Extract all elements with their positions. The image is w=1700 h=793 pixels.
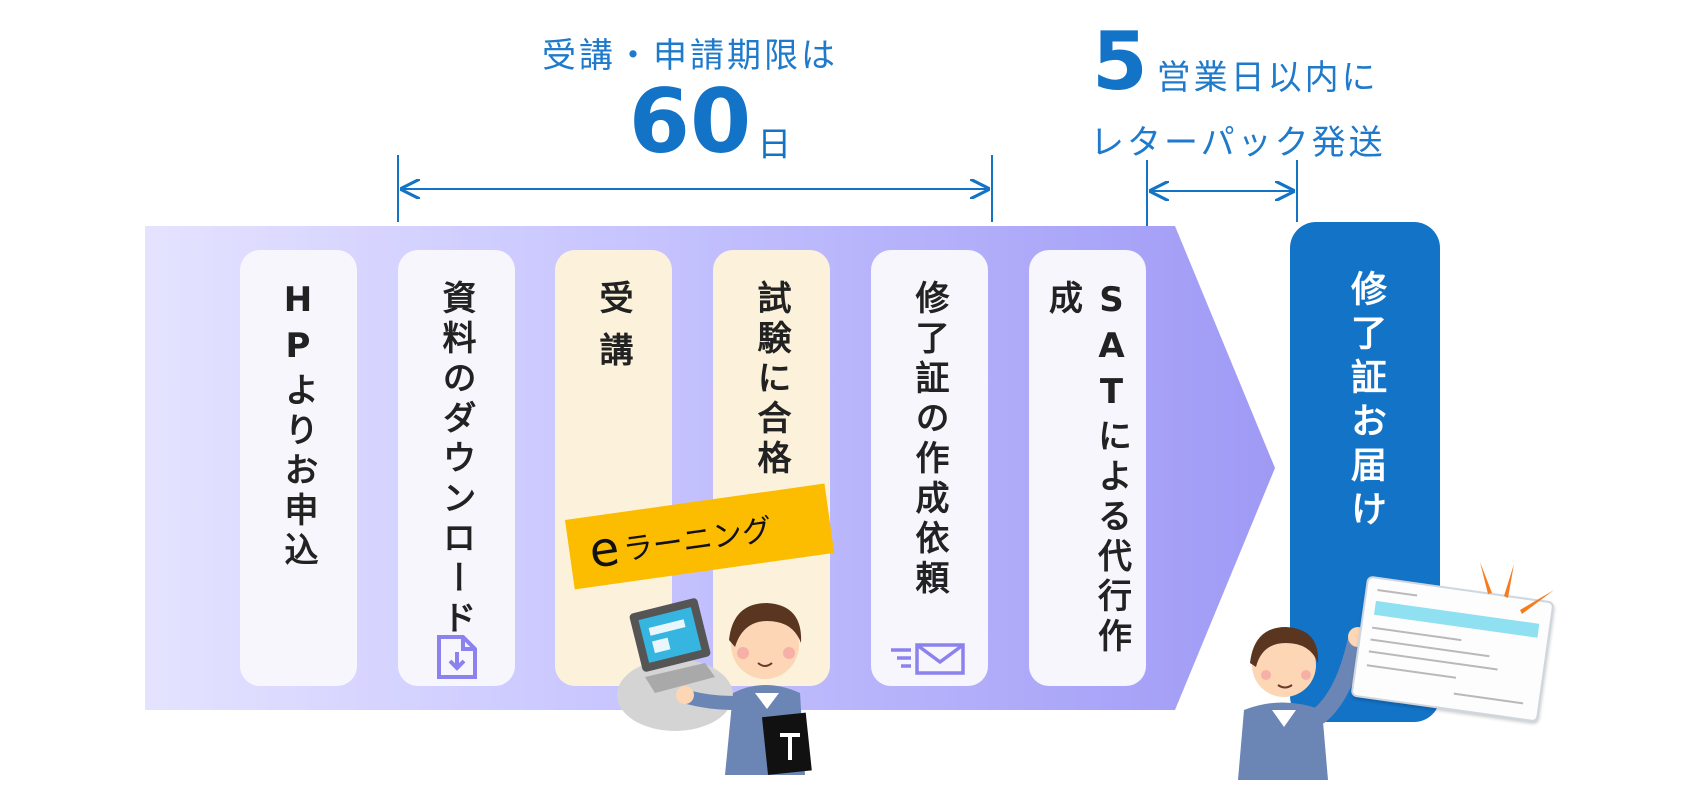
shipping-line2: レターパック発送 — [1090, 123, 1386, 163]
step-label-download: 資料のダウンロード — [436, 280, 476, 640]
step-card-request-cert: 修了証の作成依頼 — [871, 250, 988, 686]
shipping-line1-text: 営業日以内に — [1156, 58, 1379, 98]
elearning-text: ラーニング — [620, 512, 775, 569]
certificate-line — [1372, 626, 1462, 642]
period-unit: 日 — [757, 125, 792, 165]
elearning-e-letter: e — [585, 520, 623, 580]
step-label-pass-exam: 試験に合格 — [751, 280, 791, 480]
sparkle-icon — [1480, 562, 1554, 614]
person-at-computer-illustration — [617, 598, 812, 775]
period-caption: 受講・申請期限は — [542, 36, 838, 76]
step-card-apply: HPよりお申込 — [240, 250, 357, 686]
step-card-download: 資料のダウンロード — [398, 250, 515, 686]
mail-icon — [891, 643, 965, 675]
step-label-sat-create: SATによる代行作成 — [1042, 280, 1132, 658]
step-label-request-cert: 修了証の作成依頼 — [909, 280, 949, 600]
period-number: 60 — [628, 70, 752, 173]
step-label-deliver-cert: 修了証お届け — [1345, 270, 1386, 534]
certificate-line — [1377, 588, 1418, 597]
person-holding-certificate-illustration — [1238, 627, 1368, 780]
step-card-course: 受講 — [555, 250, 672, 686]
shipping-number: 5 — [1092, 15, 1151, 108]
period-dimension-line — [397, 155, 1298, 226]
step-label-apply: HPよりお申込 — [278, 280, 318, 572]
document-download-icon — [437, 635, 477, 679]
certificate-line — [1366, 664, 1457, 679]
step-label-course: 受講 — [593, 280, 633, 384]
step-card-sat-create: SATによる代行作成 — [1029, 250, 1146, 686]
certificate-line — [1453, 692, 1524, 705]
